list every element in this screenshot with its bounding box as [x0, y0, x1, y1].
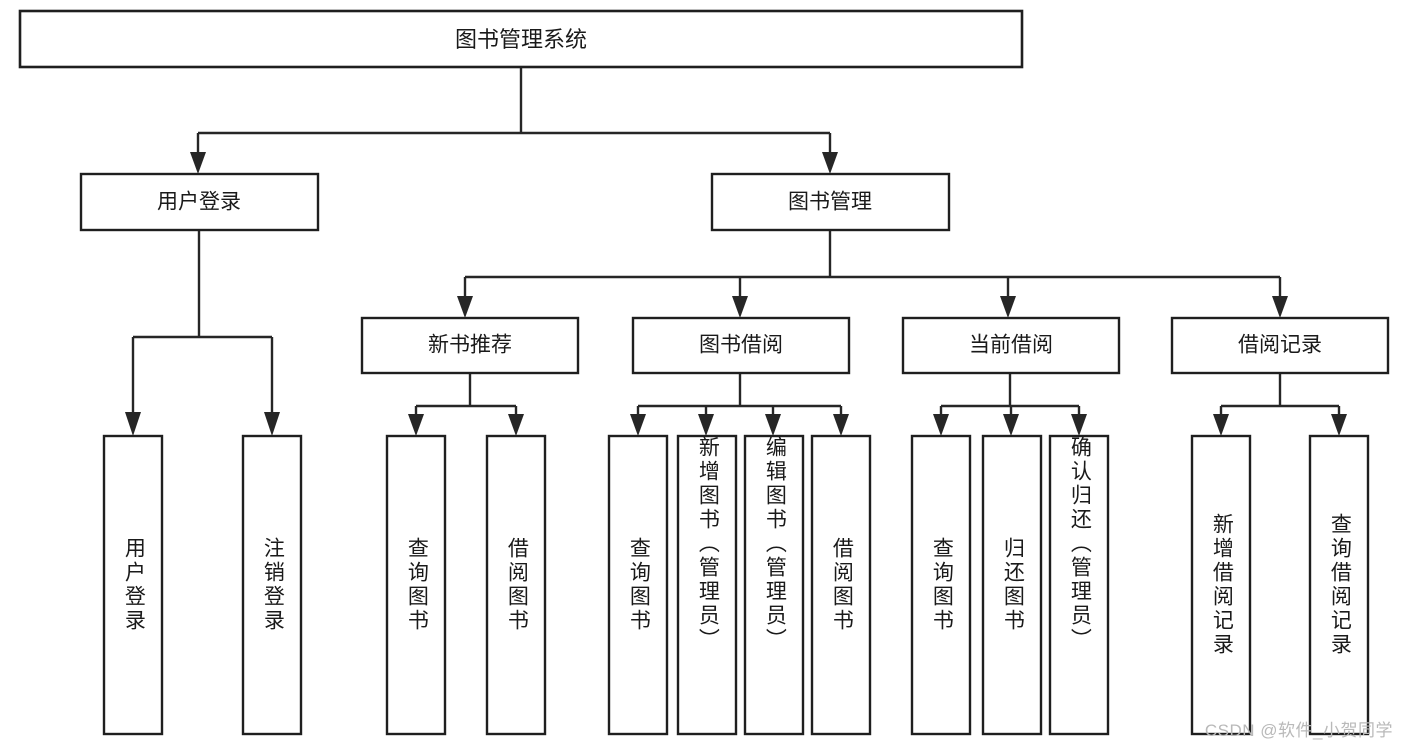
- edge-group-current-borrow: [933, 373, 1087, 436]
- arrowhead-ul-to-leaf2: [264, 412, 280, 436]
- node-root-label: 图书管理系统: [455, 27, 587, 52]
- arrowhead-cb-to-leaf3: [1071, 414, 1087, 436]
- leaf-query-book-current-box[interactable]: [910, 434, 972, 736]
- node-book-manage[interactable]: 图书管理: [710, 172, 951, 232]
- edge-group-new-book-recommend: [408, 373, 524, 436]
- arrowhead-bb-to-leaf3: [765, 414, 781, 436]
- arrowhead-cb-to-leaf2: [1003, 414, 1019, 436]
- node-borrow-records-box[interactable]: [1170, 316, 1390, 375]
- leaf-borrow-book-box[interactable]: [810, 434, 872, 736]
- node-user-login[interactable]: 用户登录: [79, 172, 320, 232]
- leaf-nodes: [102, 434, 1370, 736]
- node-borrow-records[interactable]: 借阅记录: [1170, 316, 1390, 375]
- node-current-borrow[interactable]: 当前借阅: [901, 316, 1121, 375]
- leaf-query-borrow-record-box[interactable]: [1308, 434, 1370, 736]
- node-borrow-records-label: 借阅记录: [1238, 334, 1322, 357]
- node-root[interactable]: 图书管理系统: [18, 9, 1024, 69]
- leaf-query-book-rec-box[interactable]: [385, 434, 447, 736]
- leaf-add-book-admin-box[interactable]: [676, 434, 738, 736]
- arrowhead-bb-to-leaf2: [698, 414, 714, 436]
- arrowhead-bm-to-currentborrow: [1000, 296, 1016, 318]
- leaf-user-login-box[interactable]: [102, 434, 164, 736]
- leaf-borrow-book-rec-box[interactable]: [485, 434, 547, 736]
- leaf-query-book-borrow-box[interactable]: [607, 434, 669, 736]
- leaf-add-borrow-record-box[interactable]: [1190, 434, 1252, 736]
- leaf-edit-book-admin-box[interactable]: [743, 434, 805, 736]
- edge-group-root: [190, 67, 838, 174]
- edge-group-borrow-records: [1213, 373, 1347, 436]
- watermark-text: CSDN @软件_小贺同学: [1204, 721, 1393, 740]
- node-new-book-recommend-label: 新书推荐: [428, 334, 512, 357]
- node-book-manage-label: 图书管理: [788, 191, 872, 214]
- arrowhead-nb-to-leaf2: [508, 414, 524, 436]
- node-new-book-recommend-box[interactable]: [360, 316, 580, 375]
- node-book-manage-box[interactable]: [710, 172, 951, 232]
- arrowhead-root-to-user-login: [190, 152, 206, 174]
- leaf-logout-login-box[interactable]: [241, 434, 303, 736]
- node-user-login-box[interactable]: [79, 172, 320, 232]
- arrowhead-br-to-leaf2: [1331, 414, 1347, 436]
- arrowhead-br-to-leaf1: [1213, 414, 1229, 436]
- arrowhead-cb-to-leaf1: [933, 414, 949, 436]
- edge-group-book-manage: [457, 230, 1288, 318]
- edge-group-user-login: [125, 230, 280, 436]
- edge-group-book-borrow: [630, 373, 849, 436]
- arrowhead-root-to-book-manage: [822, 152, 838, 174]
- leaf-confirm-return-admin-box[interactable]: [1048, 434, 1110, 736]
- node-root-box[interactable]: [18, 9, 1024, 69]
- arrowhead-bm-to-borrowrecords: [1272, 296, 1288, 318]
- arrowhead-bm-to-bookborrow: [732, 296, 748, 318]
- node-user-login-label: 用户登录: [157, 191, 241, 214]
- node-new-book-recommend[interactable]: 新书推荐: [360, 316, 580, 375]
- leaf-return-book-box[interactable]: [981, 434, 1043, 736]
- arrowhead-bb-to-leaf1: [630, 414, 646, 436]
- node-book-borrow-label: 图书借阅: [699, 334, 783, 357]
- node-book-borrow[interactable]: 图书借阅: [631, 316, 851, 375]
- arrowhead-bm-to-newbook: [457, 296, 473, 318]
- arrowhead-bb-to-leaf4: [833, 414, 849, 436]
- node-current-borrow-label: 当前借阅: [969, 334, 1053, 357]
- arrowhead-nb-to-leaf1: [408, 414, 424, 436]
- node-book-borrow-box[interactable]: [631, 316, 851, 375]
- node-current-borrow-box[interactable]: [901, 316, 1121, 375]
- arrowhead-ul-to-leaf1: [125, 412, 141, 436]
